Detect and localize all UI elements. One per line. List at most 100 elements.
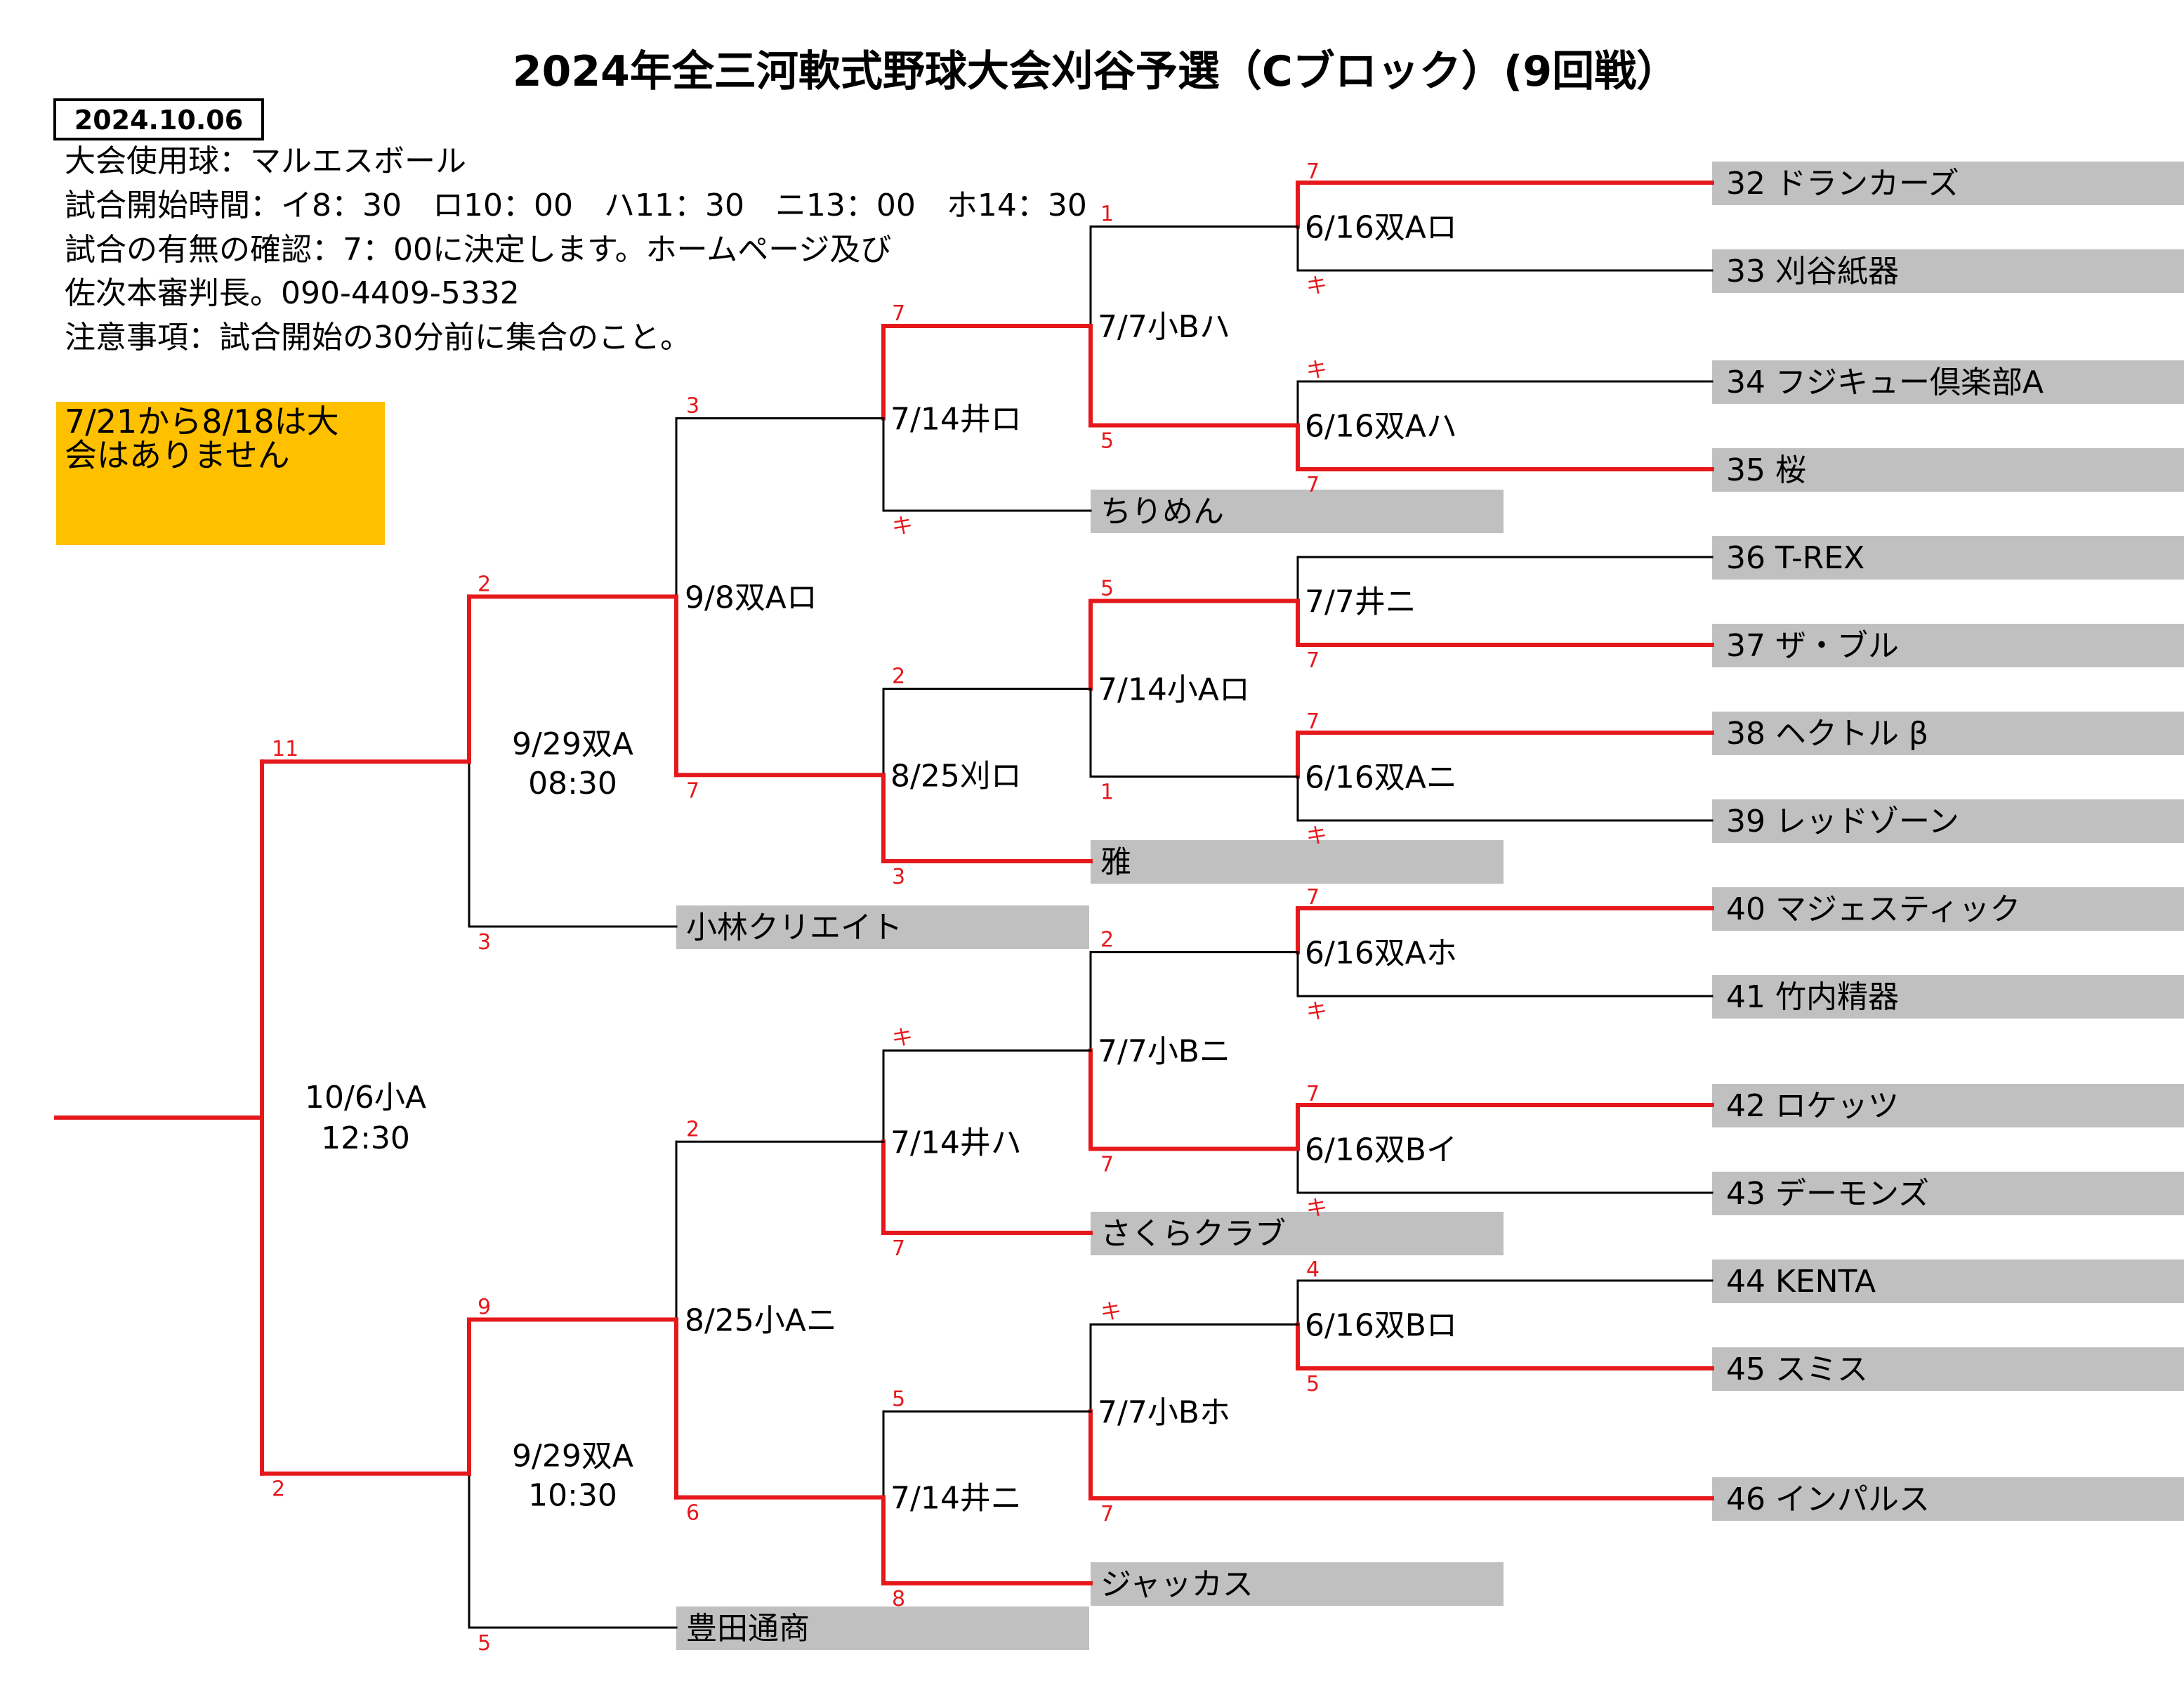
seed-label-miyabi: 雅 bbox=[1100, 844, 1131, 880]
r2a-top-score: 1 bbox=[1100, 202, 1114, 227]
r3b-bottom-score: 3 bbox=[892, 865, 905, 889]
no-games-notice-line2: 会はありません bbox=[65, 436, 290, 474]
seed-slot-sakura_club bbox=[1091, 1212, 1504, 1255]
r2b-top-score: 5 bbox=[1100, 577, 1114, 601]
team-label-37: 37 ザ・ブル bbox=[1726, 628, 1899, 664]
team-label-40: 40 マジェスティック bbox=[1726, 891, 2020, 927]
m1-slot: 6/16双Aロ bbox=[1305, 210, 1457, 246]
no-games-notice-line1: 7/21から8/18は大 bbox=[65, 403, 339, 440]
sf2-bottom-score: 5 bbox=[478, 1631, 491, 1656]
team-slot-36 bbox=[1712, 536, 2184, 580]
r3b-slot: 8/25刈ロ bbox=[890, 758, 1022, 794]
team-label-33: 33 刈谷紙器 bbox=[1726, 254, 1899, 289]
team-slot-34 bbox=[1712, 360, 2184, 404]
qf1-top-score: 3 bbox=[686, 394, 699, 419]
seed-label-toyota: 豊田通商 bbox=[686, 1611, 810, 1647]
qf1-bottom-score: 7 bbox=[686, 778, 699, 803]
r3c-top-score: キ bbox=[892, 1026, 913, 1051]
r2a-bottom-score: 5 bbox=[1100, 429, 1114, 454]
team-slot-38 bbox=[1712, 712, 2184, 755]
team-label-36: 36 T-REX bbox=[1726, 540, 1864, 576]
team-label-39: 39 レッドゾーン bbox=[1726, 804, 1959, 839]
r2c-top-score: 2 bbox=[1100, 928, 1114, 953]
page-title: 2024年全三河軟式野球大会刈谷予選（Cブロック）(9回戦） bbox=[513, 47, 1678, 96]
team-slot-33 bbox=[1712, 249, 2184, 293]
final-top-score: 11 bbox=[272, 737, 298, 761]
seed-slot-miyabi bbox=[1091, 840, 1504, 884]
m1-bottom-score: キ bbox=[1306, 274, 1327, 299]
team-slot-45 bbox=[1712, 1347, 2184, 1391]
team-slot-42 bbox=[1712, 1084, 2184, 1127]
seed-label-kobayashi: 小林クリエイト bbox=[686, 910, 902, 946]
m6-slot: 6/16双Bイ bbox=[1305, 1132, 1457, 1168]
qf2-slot: 8/25小Aニ bbox=[685, 1302, 837, 1338]
seed-slot-jackass bbox=[1091, 1562, 1504, 1606]
team-slot-40 bbox=[1712, 887, 2184, 931]
final-time: 12:30 bbox=[321, 1120, 410, 1156]
m7-top-score: 4 bbox=[1306, 1257, 1320, 1282]
seed-label-chirimen: ちりめん bbox=[1100, 494, 1224, 530]
m4-top-score: 7 bbox=[1306, 709, 1320, 734]
team-label-45: 45 スミス bbox=[1726, 1352, 1868, 1387]
seed-slot-toyota bbox=[676, 1607, 1089, 1650]
qf1-slot: 9/8双Aロ bbox=[685, 580, 817, 615]
r3c-bottom-score: 7 bbox=[892, 1236, 905, 1261]
date-box bbox=[53, 98, 264, 140]
bracket-lines bbox=[54, 162, 2184, 1650]
date-label: 2024.10.06 bbox=[74, 105, 243, 136]
sf2-time: 10:30 bbox=[528, 1478, 617, 1514]
seed-label-jackass: ジャッカス bbox=[1100, 1566, 1254, 1602]
r2a-slot: 7/7小Bハ bbox=[1098, 309, 1230, 345]
team-label-35: 35 桜 bbox=[1726, 452, 1806, 488]
team-label-34: 34 フジキュー倶楽部A bbox=[1726, 365, 2044, 400]
r2d-slot: 7/7小Bホ bbox=[1098, 1394, 1230, 1430]
r2b-slot: 7/14小Aロ bbox=[1098, 672, 1250, 708]
team-slot-41 bbox=[1712, 975, 2184, 1019]
m2-slot: 6/16双Aハ bbox=[1305, 409, 1457, 445]
seed-slot-kobayashi bbox=[676, 905, 1089, 949]
info-ball: 大会使用球：マルエスボール bbox=[65, 143, 466, 179]
r2d-bottom-score: 7 bbox=[1100, 1502, 1114, 1526]
no-games-notice-box bbox=[56, 402, 385, 545]
r3a-top-score: 7 bbox=[892, 301, 905, 326]
m5-slot: 6/16双Aホ bbox=[1305, 936, 1457, 971]
r3d-bottom-score: 8 bbox=[892, 1587, 905, 1611]
team-label-46: 46 インパルス bbox=[1726, 1481, 1930, 1517]
m5-bottom-score: キ bbox=[1306, 1000, 1327, 1024]
sf1-top-score: 2 bbox=[478, 572, 491, 596]
r2b-bottom-score: 1 bbox=[1100, 780, 1114, 805]
m7-slot: 6/16双Bロ bbox=[1305, 1308, 1457, 1344]
m3-bottom-score: 7 bbox=[1306, 648, 1320, 673]
sf1-time: 08:30 bbox=[528, 766, 617, 802]
m4-bottom-score: キ bbox=[1306, 824, 1327, 849]
team-slot-43 bbox=[1712, 1172, 2184, 1215]
info-contact: 佐次本審判長。090-4409-5332 bbox=[65, 275, 520, 311]
seed-slot-chirimen bbox=[1091, 490, 1504, 533]
team-label-41: 41 竹内精器 bbox=[1726, 979, 1899, 1015]
team-slot-35 bbox=[1712, 448, 2184, 492]
r3d-top-score: 5 bbox=[892, 1387, 905, 1411]
m4-slot: 6/16双Aニ bbox=[1305, 760, 1457, 796]
team-label-42: 42 ロケッツ bbox=[1726, 1088, 1899, 1124]
r2d-top-score: キ bbox=[1100, 1300, 1121, 1325]
qf2-bottom-score: 6 bbox=[686, 1501, 699, 1526]
m5-top-score: 7 bbox=[1306, 885, 1320, 910]
info-confirmation: 試合の有無の確認：7：00に決定します。ホームページ及び bbox=[65, 232, 891, 268]
m7-bottom-score: 5 bbox=[1306, 1372, 1320, 1396]
team-label-43: 43 デーモンズ bbox=[1726, 1176, 1929, 1212]
team-slot-46 bbox=[1712, 1477, 2184, 1521]
team-slot-44 bbox=[1712, 1260, 2184, 1303]
r2c-slot: 7/7小Bニ bbox=[1098, 1034, 1230, 1070]
r3a-slot: 7/14井ロ bbox=[890, 402, 1022, 438]
m6-bottom-score: キ bbox=[1306, 1196, 1327, 1221]
r3a-bottom-score: キ bbox=[892, 514, 913, 539]
r3d-slot: 7/14井ニ bbox=[890, 1481, 1022, 1517]
info-start-times: 試合開始時間：イ8：30 ロ10：00 ハ11：30 ニ13：00 ホ14：30 bbox=[65, 188, 1087, 223]
team-slot-39 bbox=[1712, 799, 2184, 843]
team-slot-32 bbox=[1712, 162, 2184, 205]
m2-top-score: キ bbox=[1306, 358, 1327, 383]
qf2-top-score: 2 bbox=[686, 1117, 699, 1141]
final-bottom-score: 2 bbox=[272, 1477, 285, 1502]
sf1-slot: 9/29双A bbox=[512, 726, 633, 762]
